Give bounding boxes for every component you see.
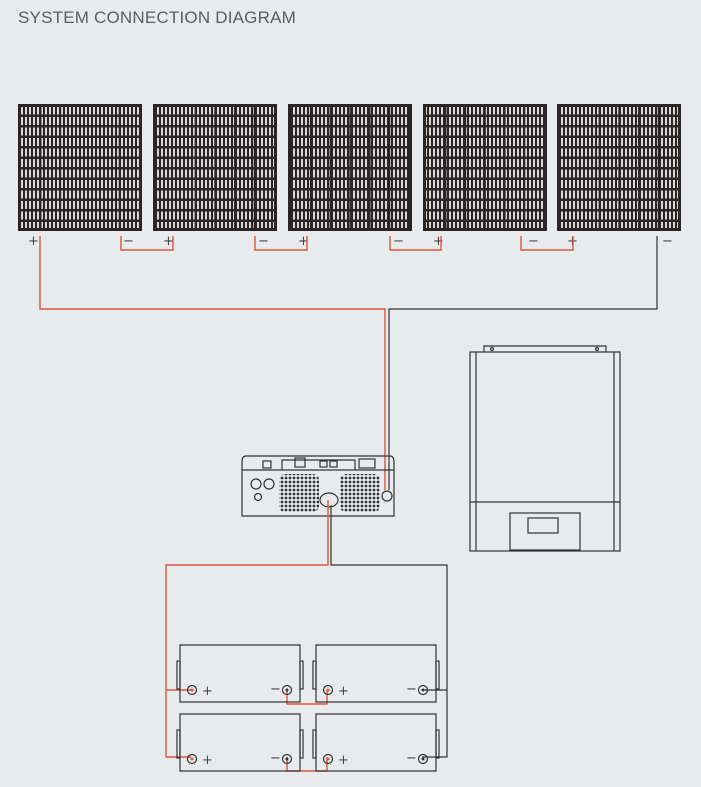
- battery-positive-wire: [165, 500, 329, 758]
- positive-terminal-label: +: [28, 234, 39, 249]
- negative-terminal-label: −: [258, 234, 269, 249]
- negative-terminal-label: −: [406, 751, 417, 766]
- positive-terminal-label: +: [163, 234, 174, 249]
- positive-terminal-label: +: [338, 684, 349, 699]
- inverter-front-view: [469, 345, 621, 552]
- negative-terminal-label: −: [393, 234, 404, 249]
- positive-terminal-label: +: [338, 753, 349, 768]
- inverter-bottom-view: [241, 455, 395, 517]
- page-title: SYSTEM CONNECTION DIAGRAM: [18, 8, 296, 27]
- solar-panel: +−: [153, 104, 277, 249]
- negative-terminal-label: −: [270, 751, 281, 766]
- positive-terminal-label: +: [433, 234, 444, 249]
- pv-positive-wire: [39, 236, 386, 490]
- solar-panel: +−: [423, 104, 547, 249]
- panel-series-jumpers: [120, 236, 574, 251]
- solar-panel-array: +−+−+−+−+−: [18, 104, 681, 249]
- solar-panel: +−: [18, 104, 142, 249]
- pv-negative-wire: [388, 236, 658, 490]
- negative-terminal-label: −: [406, 682, 417, 697]
- battery: +−: [312, 644, 440, 703]
- positive-terminal-label: +: [202, 753, 213, 768]
- battery-bank: +−+−+−+−: [176, 644, 440, 772]
- battery: +−: [312, 713, 440, 772]
- solar-panel: +−: [288, 104, 412, 249]
- negative-terminal-label: −: [123, 234, 134, 249]
- negative-terminal-label: −: [662, 234, 673, 249]
- solar-panel: +−: [557, 104, 681, 249]
- positive-terminal-label: +: [298, 234, 309, 249]
- negative-terminal-label: −: [270, 682, 281, 697]
- positive-terminal-label: +: [202, 684, 213, 699]
- battery: +−: [176, 713, 304, 772]
- battery-negative-wire: [330, 505, 448, 758]
- battery: +−: [176, 644, 304, 703]
- negative-terminal-label: −: [528, 234, 539, 249]
